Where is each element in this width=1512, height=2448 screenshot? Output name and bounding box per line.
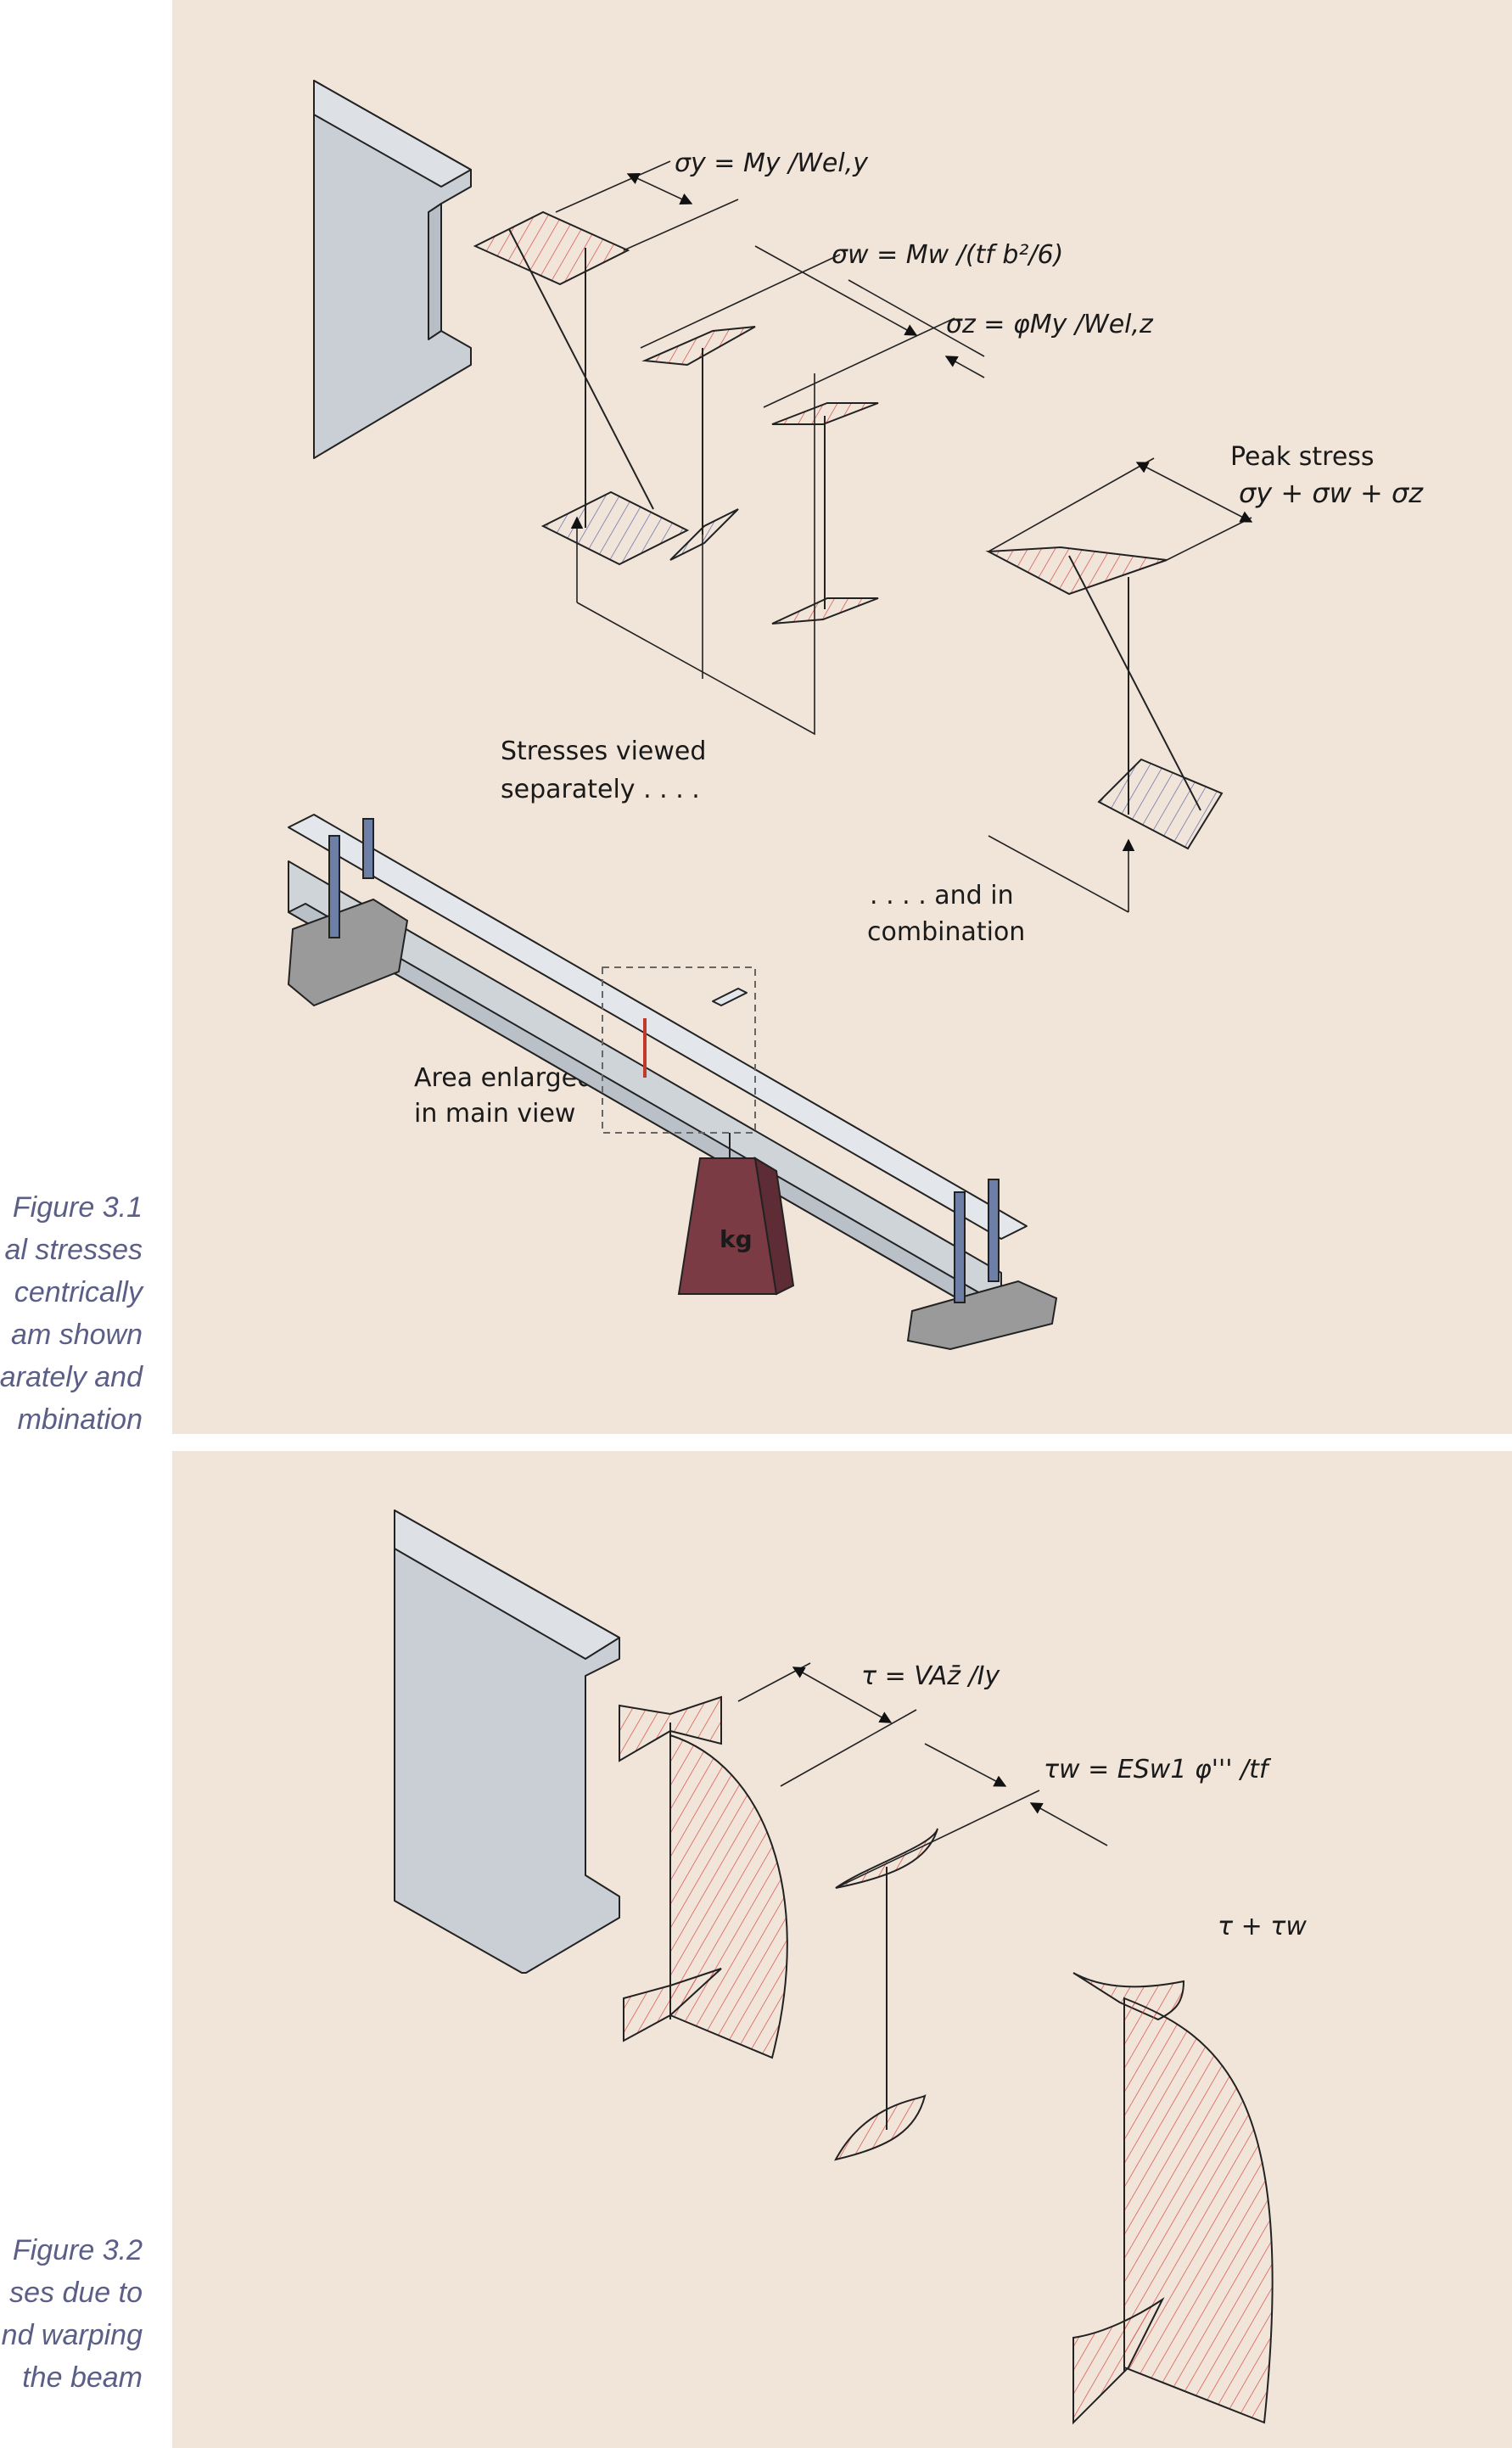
figure-3-2-caption: Figure 3.2 ses due to nd warping the bea…: [2, 2229, 143, 2399]
support-left-icon: [287, 818, 409, 1007]
beam-section-icon: [313, 80, 472, 459]
caption-line: mbination: [17, 1403, 143, 1436]
dimension-lines: [555, 160, 1253, 913]
caption-line: ses due to: [9, 2277, 143, 2309]
area-enlarged-line-2: in main view: [414, 1099, 575, 1129]
caption-line: nd warping: [1, 2319, 143, 2351]
long-beam-icon: [288, 814, 1028, 1325]
dimension-lines-2: [737, 1662, 1108, 1889]
peak-stress-eq: σy + σw + σz: [1239, 477, 1424, 509]
peak-stress-label: Peak stress: [1230, 442, 1375, 472]
separately-line-2: separately . . . .: [501, 775, 700, 804]
eq-tau-sum: τ + τw: [1218, 1912, 1307, 1941]
caption-line: centrically: [14, 1276, 143, 1308]
stress-tau-sum-diagram: [1072, 1972, 1274, 2425]
stress-tau-diagram: [619, 1695, 788, 2059]
support-right-icon: [906, 1179, 1058, 1351]
separately-line-1: Stresses viewed: [501, 737, 706, 766]
caption-line: am shown: [11, 1319, 143, 1351]
figure-3-1-caption: Figure 3.1 al stresses centrically am sh…: [0, 1186, 143, 1441]
combination-line-2: combination: [867, 917, 1025, 947]
stress-sigma-y-diagram: [473, 210, 690, 566]
stress-sigma-z-diagram: [771, 402, 879, 625]
eq-tau: τ = VAz̄ /Iy: [861, 1661, 1001, 1691]
eq-sigma-z: σz = φMy /Wel,z: [946, 310, 1154, 339]
eq-sigma-w: σw = Mw /(tf b²/6): [832, 240, 1063, 270]
caption-line: the beam: [22, 2361, 143, 2394]
figure-3-1-number: Figure 3.1: [12, 1191, 143, 1224]
figure-3-2-number: Figure 3.2: [12, 2234, 143, 2266]
caption-line: al stresses: [4, 1234, 143, 1266]
stress-combined-diagram: [985, 546, 1224, 850]
weight-label: kg: [720, 1225, 753, 1253]
eq-tau-w: τw = ESw1 φ''' /tf: [1044, 1755, 1272, 1784]
caption-line: arately and: [0, 1361, 143, 1393]
eq-sigma-y: σy = My /Wel,y: [675, 148, 869, 178]
combination-line-1: . . . . and in: [870, 881, 1014, 910]
beam-section-icon-2: [394, 1510, 620, 1974]
weight-icon: [677, 1133, 795, 1296]
stress-sigma-w-diagram: [641, 326, 756, 561]
stress-tau-w-diagram: [834, 1828, 938, 2161]
